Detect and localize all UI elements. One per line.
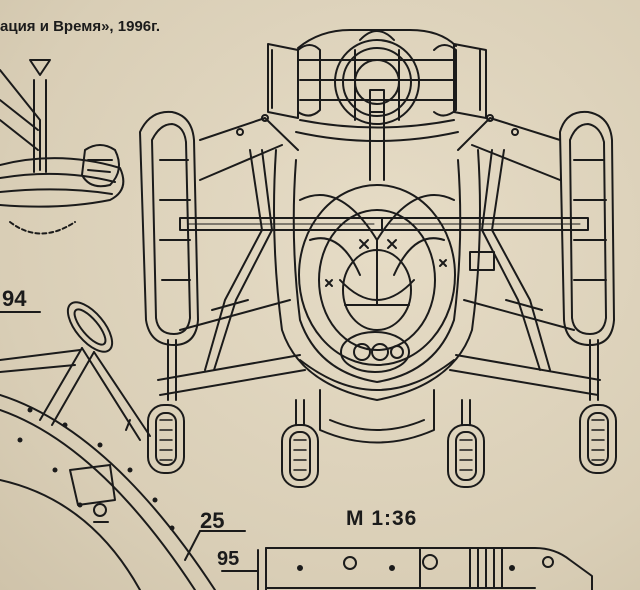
fuel-tank-side-view [221,547,593,590]
source-caption: ация и Время», 1996г. [0,18,161,35]
scale-label: M 1:36 [346,507,418,530]
fuselage-side-detail-drawing [0,301,246,590]
helicopter-front-view [139,29,617,488]
landing-gear-detail-drawing [0,59,125,235]
callout-95: 95 [217,548,240,570]
callout-94: 94 [2,286,27,311]
callout-25: 25 [200,508,225,533]
